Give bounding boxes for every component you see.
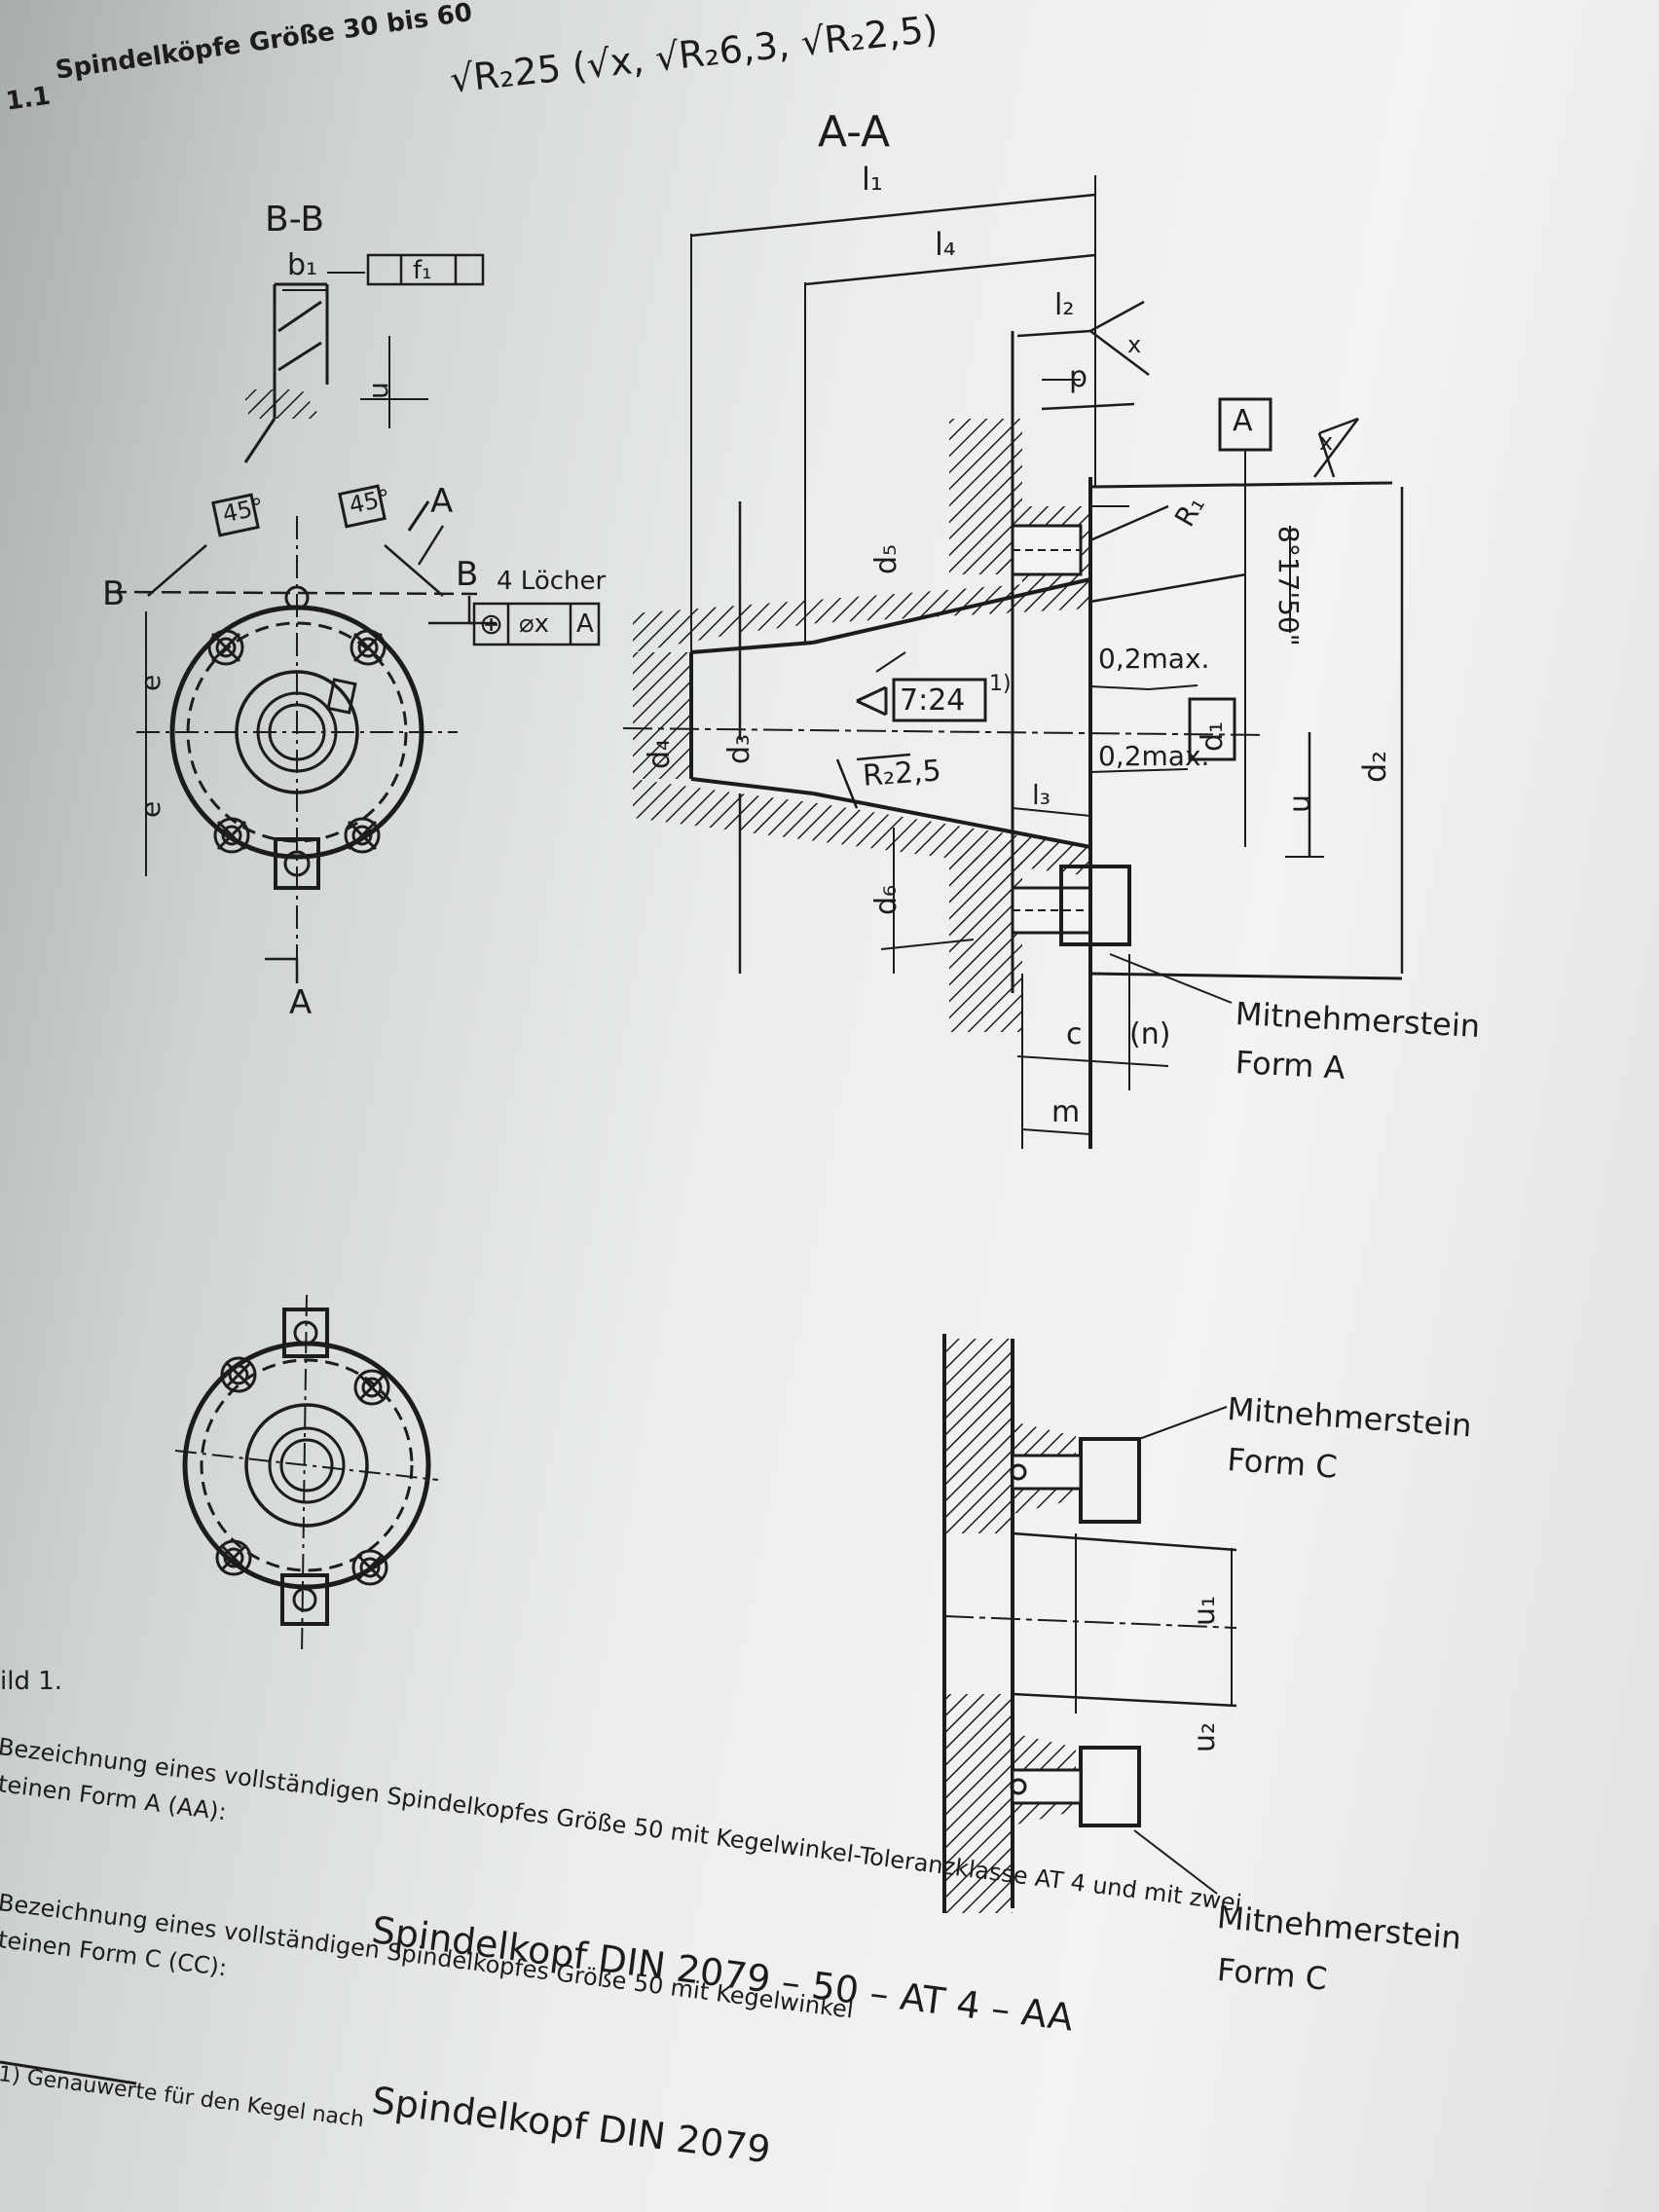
figure-label: ild 1. [0, 1667, 63, 1696]
dim-e-top: e [134, 674, 166, 691]
section-bb-label: B-B [265, 200, 325, 240]
dim-b1: b₁ [287, 248, 318, 282]
roughness-r25: R₂2,5 [862, 754, 942, 793]
dim-d5: d₅ [869, 543, 903, 574]
dim-l4: l₄ [935, 226, 956, 263]
cut-marker-a-top: A [430, 482, 454, 521]
section-aa-label: A-A [818, 107, 891, 157]
dim-e-bottom: e [134, 800, 166, 818]
driver-form-c-upper-line2: Form C [1226, 1441, 1339, 1486]
dim-l3: l₃ [1032, 779, 1051, 811]
runout-top: 0,2max. [1098, 643, 1210, 675]
bolt-hole-top-right [350, 629, 387, 666]
dim-n: (n) [1129, 1017, 1171, 1051]
mark-x-top: x [1127, 331, 1142, 358]
dim-p: p [1069, 360, 1088, 394]
datum-a-label: A [1233, 404, 1253, 438]
front-view-form-c [174, 1294, 439, 1656]
position-symbol: ⊕ [479, 608, 504, 642]
dim-c: c [1066, 1017, 1083, 1051]
cut-marker-a-bottom: A [289, 983, 313, 1022]
holes-callout: 4 Löcher [497, 567, 607, 596]
taper-ratio: 7:24 [900, 683, 966, 718]
dim-d6: d₆ [869, 884, 903, 915]
dim-l2: l₂ [1054, 288, 1075, 322]
dim-u-bb: u [362, 382, 394, 399]
dim-d3: d₃ [722, 733, 756, 764]
position-datum: A [576, 609, 594, 639]
bolt-hole-bottom-right [344, 817, 381, 854]
dim-u2-lower: u₂ [1188, 1721, 1222, 1752]
dim-u1: u₁ [1188, 1595, 1222, 1626]
section-aa [622, 175, 1404, 1149]
section-number: 1.1 [4, 81, 53, 117]
footnote-marker-taper: 1) [989, 672, 1012, 696]
bolt-hole-bottom-left [213, 817, 250, 854]
dim-d2: d₂ [1356, 750, 1393, 783]
mark-x-datum: x [1319, 428, 1334, 456]
bolt-hole-top-left [207, 629, 244, 666]
position-tolerance-frame [428, 602, 601, 646]
dim-l1: l₁ [862, 161, 883, 198]
driver-form-a-line2: Form A [1235, 1044, 1346, 1087]
runout-bottom: 0,2max. [1098, 740, 1210, 772]
cut-marker-b-right: B [456, 555, 479, 594]
form-c-detail [942, 1334, 1237, 1913]
dim-u-aa: u [1283, 793, 1317, 813]
dim-f1: f₁ [413, 256, 432, 285]
dim-m: m [1051, 1095, 1081, 1129]
dim-d4: d₄ [643, 738, 677, 769]
position-tol: ⌀x [519, 609, 550, 639]
taper-angle: 8°17'50" [1272, 526, 1305, 646]
cut-marker-b-left: B [102, 574, 126, 613]
front-view-flange [106, 484, 497, 983]
bb-detail [243, 253, 485, 463]
drive-key-front [274, 837, 320, 890]
